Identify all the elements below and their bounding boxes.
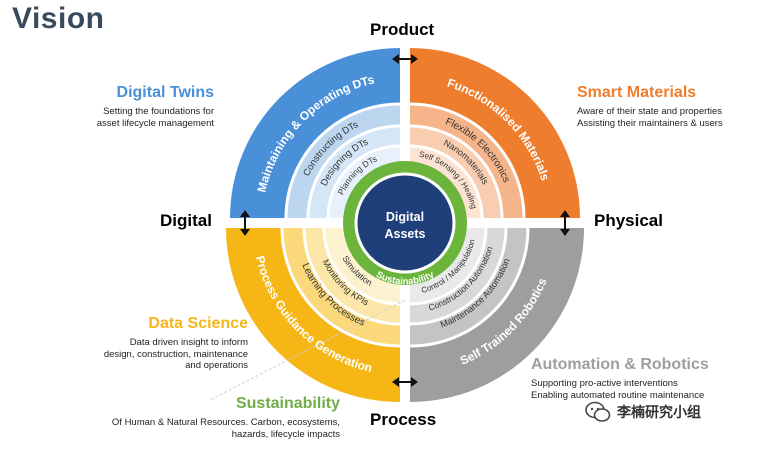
center-label-line2: Assets — [385, 227, 426, 241]
watermark-text: 李楠研究小组 — [617, 404, 701, 420]
axis-arrows — [240, 54, 570, 387]
digital-twins-desc-1: Setting the foundations for — [103, 106, 214, 117]
data-science-desc-1: Data driven insight to inform — [129, 337, 248, 348]
sustainability-callout: Sustainability Of Human & Natural Resour… — [68, 395, 340, 440]
automation-desc-2: Enabling automated routine maintenance — [531, 389, 705, 401]
data-science-desc-2: design, construction, maintenance — [103, 348, 248, 360]
arrow-right-icon — [560, 210, 570, 236]
axis-label-product: Product — [370, 20, 435, 39]
axis-label-process: Process — [370, 410, 437, 429]
page-title: Vision — [12, 2, 105, 35]
center-label-line1: Digital — [386, 210, 424, 224]
automation-desc-1: Supporting pro-active interventions — [531, 378, 678, 389]
data-science-desc-3: and operations — [185, 360, 248, 371]
arrow-left-icon — [240, 210, 250, 236]
arrow-bottom-icon — [392, 377, 418, 387]
sustainability-leader-line — [209, 299, 406, 401]
sustainability-title: Sustainability — [235, 395, 340, 412]
digital-twins-callout: Digital Twins Setting the foundations fo… — [52, 84, 214, 129]
digital-assets-core — [354, 172, 456, 274]
axis-label-physical: Physical — [594, 211, 663, 230]
data-science-callout: Data Science Data driven insight to info… — [70, 315, 248, 372]
arrow-top-icon — [392, 54, 418, 64]
digital-twins-desc-2: asset lifecycle management — [96, 117, 214, 129]
smart-materials-desc-1: Aware of their state and properties — [577, 106, 723, 117]
sustainability-desc-2: hazards, lifecycle impacts — [231, 428, 340, 440]
smart-materials-desc-2: Assisting their maintainers & users — [577, 117, 723, 129]
watermark: 李楠研究小组 — [585, 401, 701, 423]
data-science-title: Data Science — [148, 315, 248, 332]
smart-materials-title: Smart Materials — [577, 84, 697, 101]
wechat-icon — [585, 401, 611, 422]
automation-callout: Automation & Robotics Supporting pro-act… — [531, 356, 756, 401]
automation-title: Automation & Robotics — [531, 356, 709, 373]
digital-twins-title: Digital Twins — [116, 84, 214, 101]
axis-label-digital: Digital — [160, 211, 212, 230]
sustainability-desc-1: Of Human & Natural Resources. Carbon, ec… — [111, 417, 340, 428]
smart-materials-callout: Smart Materials Aware of their state and… — [577, 84, 757, 129]
